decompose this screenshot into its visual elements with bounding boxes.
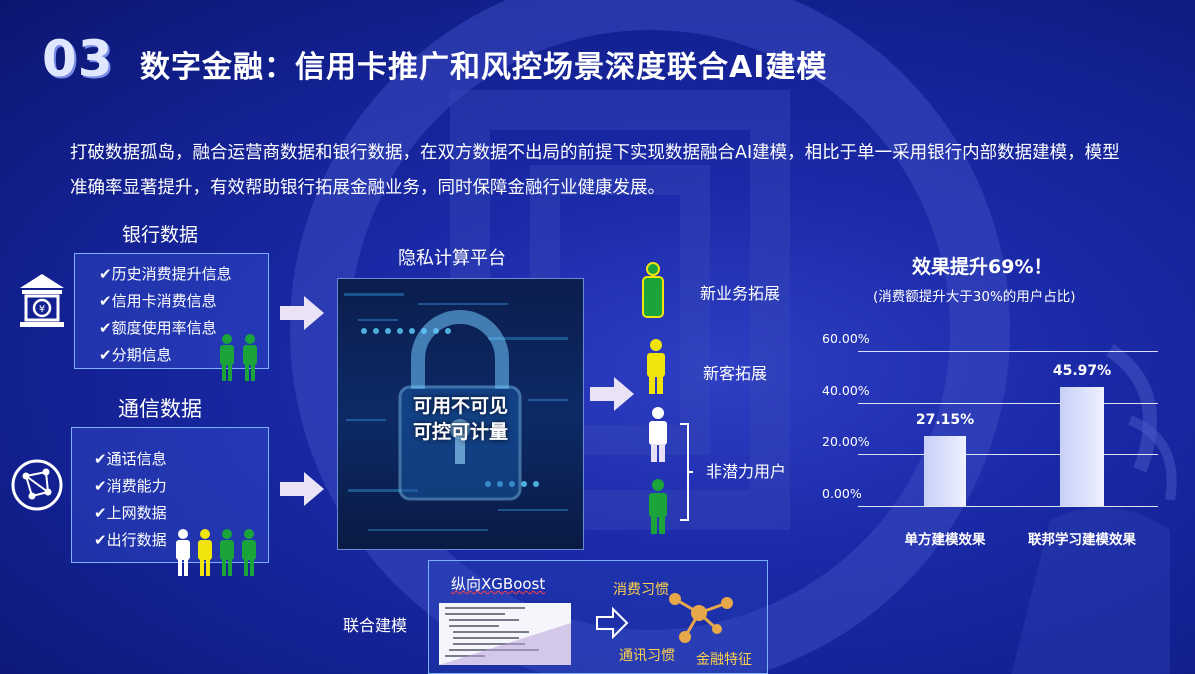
output-non-potential-users: 非潜力用户 — [706, 462, 787, 481]
page-title: 数字金融：信用卡推广和风控场景深度联合AI建模 — [140, 50, 828, 85]
algorithm-pseudocode-image — [439, 603, 571, 665]
privacy-slogan-line2: 可控可计量 — [412, 421, 508, 443]
bank-data-title: 银行数据 — [122, 224, 199, 246]
feature-financial: 金融特征 — [696, 652, 752, 668]
telecom-data-box: ✔通话信息 ✔消费能力 ✔上网数据 ✔出行数据 — [71, 427, 269, 563]
person-white-icon — [649, 407, 667, 462]
chart-y-tick-label: 40.00% — [822, 382, 870, 398]
chart-y-tick-label: 0.00% — [822, 486, 862, 501]
privacy-slogan-line1: 可用不可见 — [412, 395, 508, 417]
chart-y-tick-label: 20.00% — [822, 434, 870, 450]
feature-consumption-habits: 消费习惯 — [613, 582, 669, 598]
chart-gridline — [858, 402, 1158, 404]
bank-data-box: ✔历史消费提升信息 ✔信用卡消费信息 ✔额度使用率信息 ✔分期信息 — [74, 253, 269, 369]
output-new-customers: 新客拓展 — [703, 364, 768, 383]
person-green-icon — [649, 479, 667, 534]
svg-text:¥: ¥ — [39, 304, 45, 315]
arrow-right-icon — [280, 296, 324, 330]
algorithm-name: 纵向XGBoost — [451, 575, 546, 593]
privacy-platform-panel: 可用不可见 可控可计量 — [337, 278, 584, 550]
telecom-users-icon — [176, 529, 256, 576]
arrow-outline-icon — [596, 607, 629, 639]
person-yellow-icon — [647, 339, 665, 394]
bracket-icon — [680, 423, 693, 521]
chart-category-label: 单方建模效果 — [904, 532, 986, 548]
bank-users-icon — [220, 334, 257, 381]
telecom-data-item: ✔上网数据 — [94, 504, 167, 522]
section-number: 03 — [42, 30, 114, 88]
arrow-right-icon — [590, 377, 634, 411]
bank-icon: ¥ — [20, 274, 64, 327]
joint-modeling-panel: 纵向XGBoost 消费习惯 通讯习惯 金融特征 — [428, 560, 768, 674]
telecom-data-title: 通信数据 — [118, 397, 202, 421]
joint-modeling-label: 联合建模 — [343, 616, 408, 635]
telecom-data-item: ✔出行数据 — [94, 531, 167, 549]
chart-gridline — [858, 351, 1158, 352]
privacy-platform-title: 隐私计算平台 — [398, 248, 506, 269]
chart-subtitle: (消费额提升大于30%的用户占比) — [873, 289, 1076, 305]
feature-communication-habits: 通讯习惯 — [619, 648, 675, 664]
chart-data-label: 45.97% — [1052, 363, 1112, 380]
output-new-business: 新业务拓展 — [700, 284, 781, 303]
bank-data-item: ✔历史消费提升信息 — [99, 265, 232, 283]
arrow-right-icon — [280, 472, 324, 506]
chart-bar — [924, 435, 966, 506]
telecom-data-item: ✔通话信息 — [94, 450, 167, 468]
chart-title: 效果提升69%！ — [912, 256, 1053, 278]
intro-paragraph: 打破数据孤岛，融合运营商数据和银行数据，在双方数据不出局的前提下实现数据融合AI… — [70, 143, 1120, 198]
chart-bar — [1060, 387, 1104, 506]
chart-gridline — [858, 506, 1158, 507]
bank-data-item: ✔额度使用率信息 — [99, 319, 217, 337]
telecom-data-item: ✔消费能力 — [94, 477, 167, 495]
bank-data-item: ✔分期信息 — [99, 346, 172, 364]
bank-data-item: ✔信用卡消费信息 — [99, 292, 217, 310]
molecule-icon — [669, 593, 733, 643]
chart-gridline — [858, 454, 1158, 456]
chart-y-tick-label: 60.00% — [822, 331, 870, 346]
bar-chart: 0.00% 20.00% 40.00% 60.00% 27.15% 单方建模效果 45.97… — [818, 331, 1178, 556]
network-icon — [11, 459, 63, 511]
chart-data-label: 27.15% — [915, 411, 975, 428]
chart-category-label: 联邦学习建模效果 — [1028, 532, 1136, 548]
person-green-outlined-icon — [642, 262, 664, 318]
lock-icon — [344, 293, 568, 531]
